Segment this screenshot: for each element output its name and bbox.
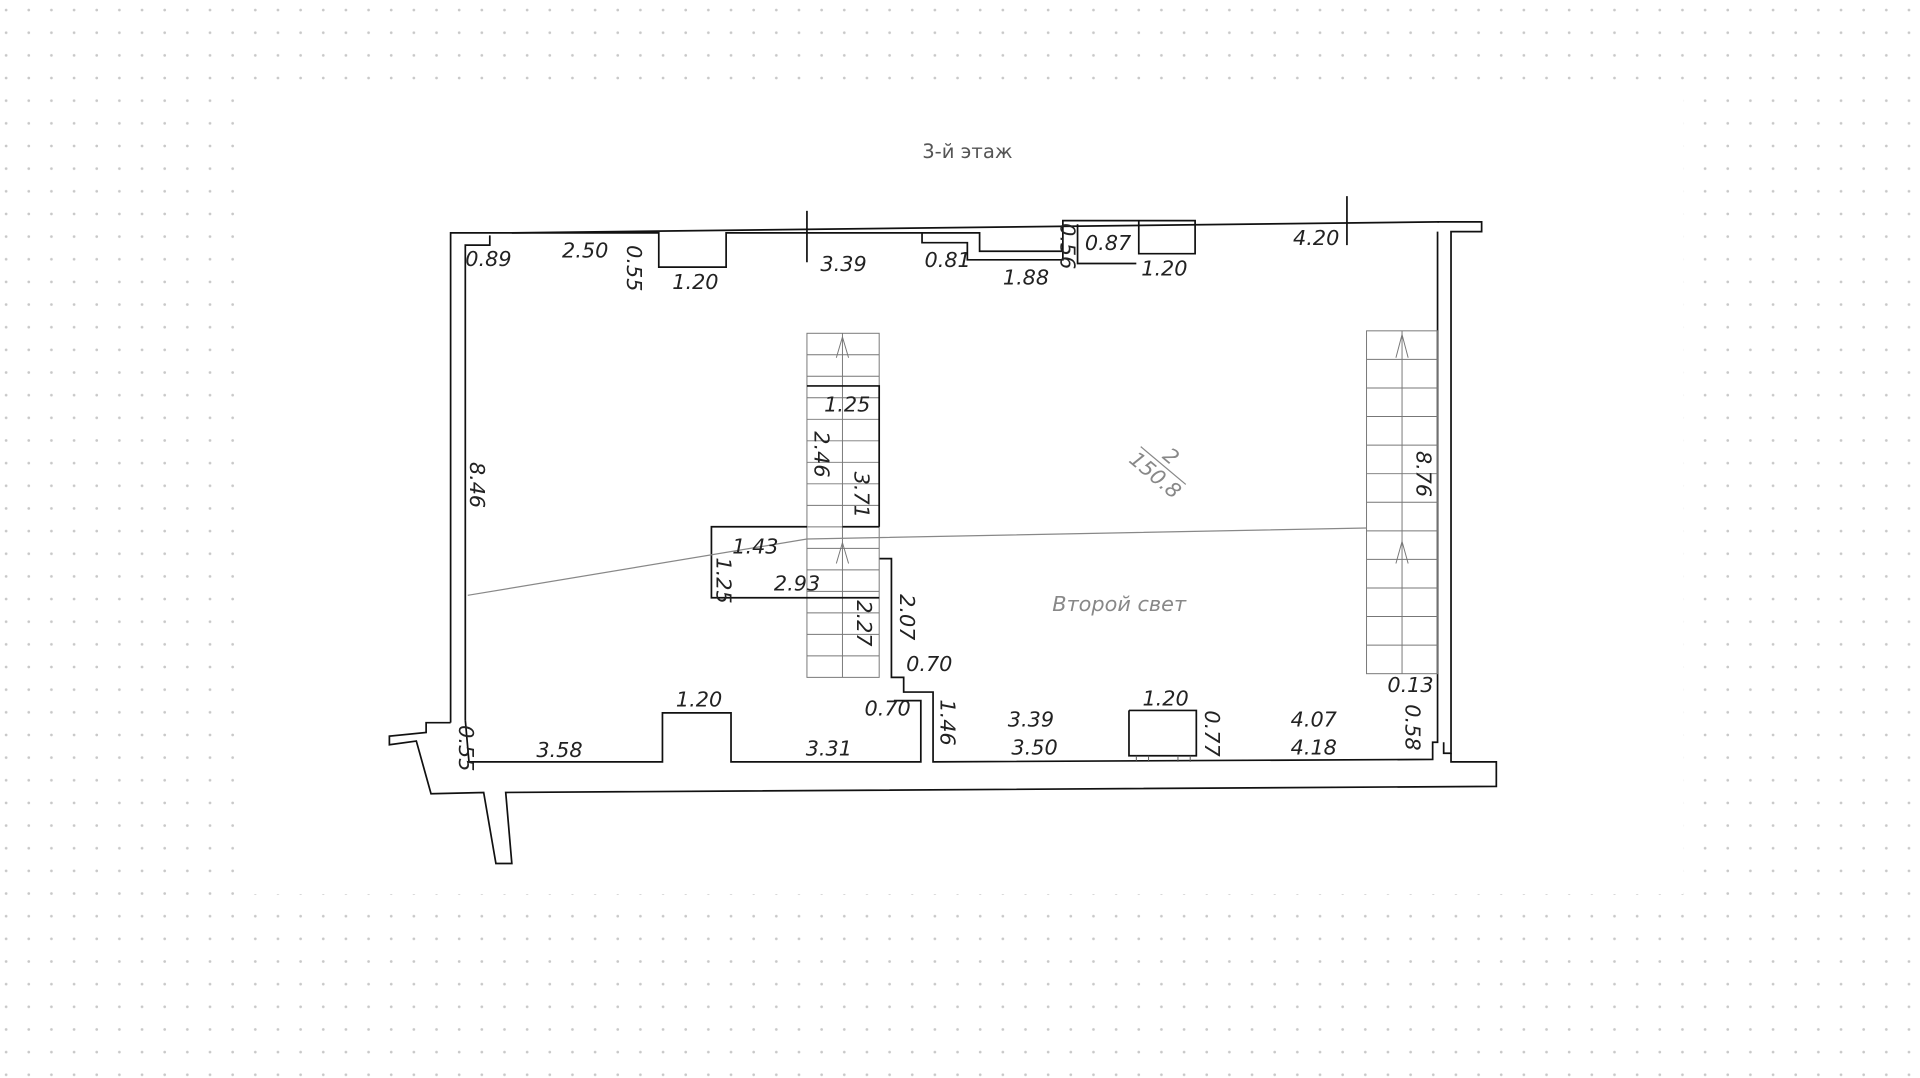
right-staircase xyxy=(1366,330,1439,675)
dim-label: 0.55 xyxy=(622,245,646,291)
dim-label: 1.20 xyxy=(1141,257,1187,281)
dim-label: 3.50 xyxy=(1011,736,1057,760)
dim-label: 2.27 xyxy=(852,600,876,647)
dim-label: 4.18 xyxy=(1291,736,1337,760)
dim-label: 3.58 xyxy=(536,738,582,762)
dim-label: 0.89 xyxy=(465,247,511,271)
dimension-ticks xyxy=(806,196,1348,263)
up-arrow-icon xyxy=(835,335,850,358)
up-arrow-icon xyxy=(1395,539,1409,564)
left-staircase xyxy=(710,332,881,678)
dim-label: 2.93 xyxy=(774,571,820,595)
dim-label: 1.25 xyxy=(711,557,735,603)
dim-label: 1.20 xyxy=(1142,687,1188,711)
plan-area xyxy=(235,95,1684,895)
dim-label: 3.71 xyxy=(850,472,874,518)
dim-label: 3.39 xyxy=(820,252,866,276)
dim-label: 0.55 xyxy=(454,725,478,771)
dimension-labels: 0.89 2.50 0.55 1.20 3.39 0.81 1.88 0.56 … xyxy=(454,223,1436,771)
dim-label: 1.88 xyxy=(1003,265,1049,289)
dim-label: 2.50 xyxy=(562,238,608,262)
dim-label: 0.56 xyxy=(1055,223,1079,269)
dim-label: 1.20 xyxy=(676,688,722,712)
dim-label: 2.07 xyxy=(895,594,919,641)
section-line xyxy=(467,527,1367,596)
dim-label: 8.76 xyxy=(1412,451,1436,497)
up-arrow-icon xyxy=(1395,332,1409,358)
floor-title: 3-й этаж xyxy=(922,140,1012,163)
dim-label: 0.70 xyxy=(864,696,910,720)
walls xyxy=(388,219,1498,865)
dim-label: 0.77 xyxy=(1200,710,1224,757)
dim-label: 1.25 xyxy=(824,393,870,417)
dim-label: 1.46 xyxy=(935,699,959,745)
dim-label: 4.20 xyxy=(1293,226,1339,250)
dim-label: 4.07 xyxy=(1291,707,1338,731)
dim-label: 0.81 xyxy=(924,248,970,272)
dim-label: 8.46 xyxy=(465,462,489,508)
up-arrow-icon xyxy=(835,540,850,564)
dim-label: 1.20 xyxy=(672,270,718,294)
dim-label: 0.70 xyxy=(906,652,952,676)
dim-label: 3.39 xyxy=(1008,707,1054,731)
dim-label: 0.58 xyxy=(1401,704,1425,750)
dim-label: 1.43 xyxy=(732,535,778,559)
dim-label: 0.87 xyxy=(1085,231,1132,255)
room-name: Второй свет xyxy=(1052,592,1187,616)
dim-label: 2.46 xyxy=(809,431,833,477)
dim-label: 0.13 xyxy=(1387,673,1433,697)
dim-label: 3.31 xyxy=(806,737,852,761)
